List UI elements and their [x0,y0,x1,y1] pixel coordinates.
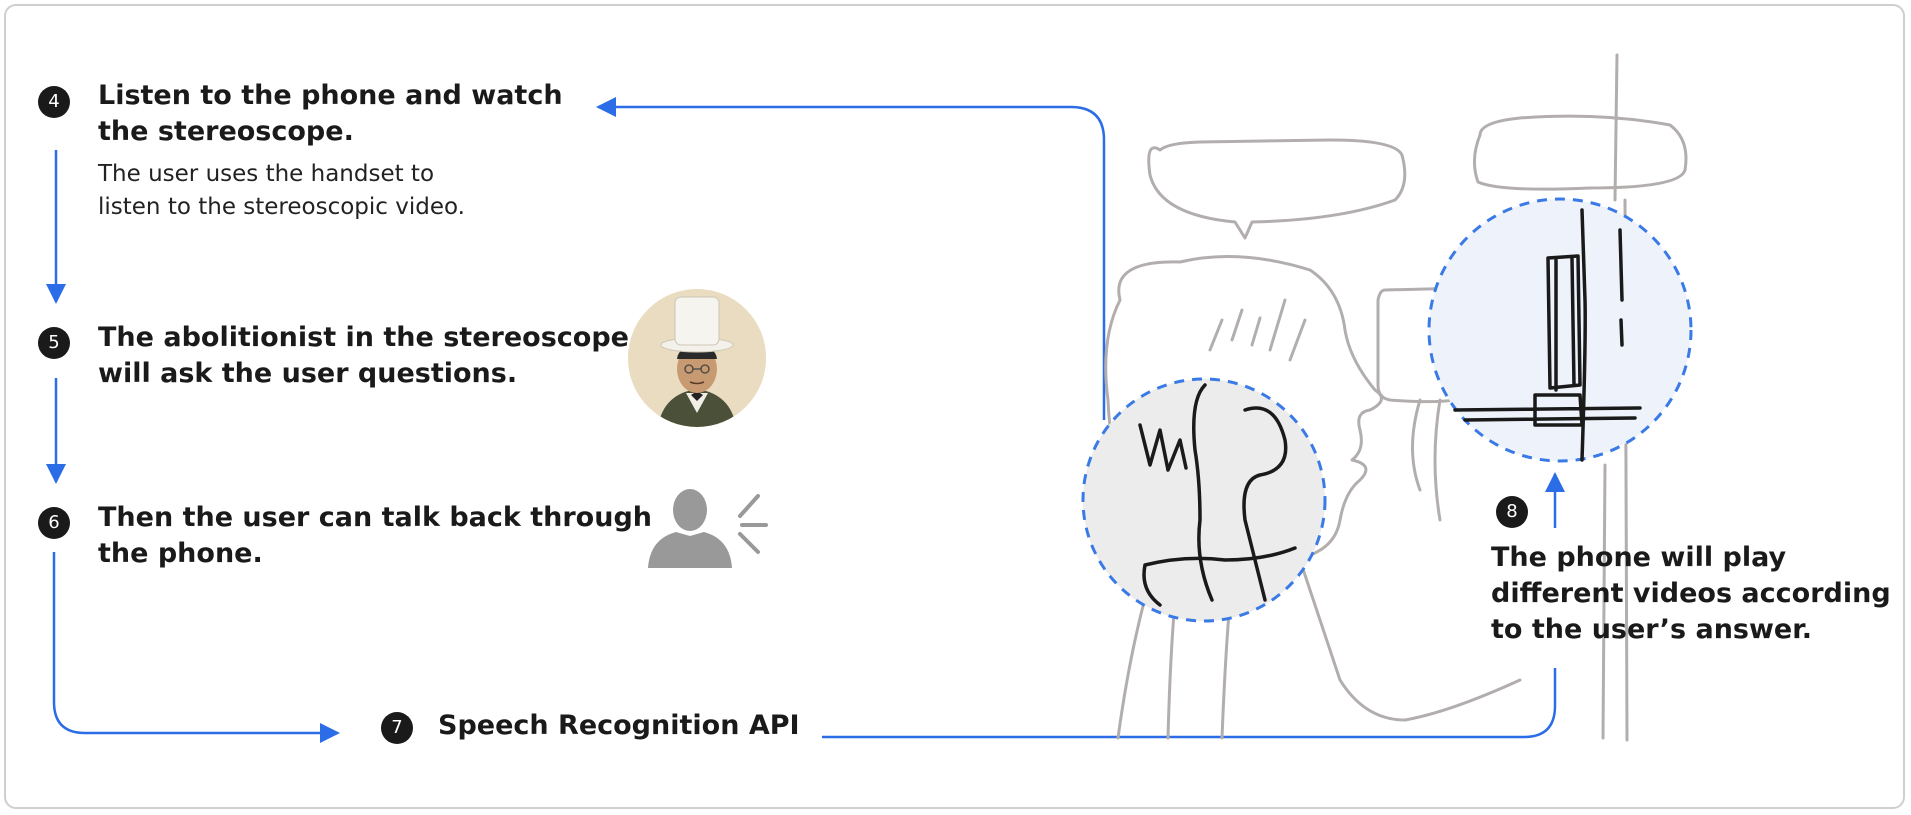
speaker-drawing [648,489,768,568]
step-4-desc-line1: The user uses the handset to [98,161,435,187]
arrow-headset-to-4 [596,97,1106,420]
step-7-title-line1: Speech Recognition API [438,710,800,741]
arrow-6-to-7 [52,552,340,743]
step-5-title-line1: The abolitionist in the stereoscope [98,322,629,353]
step-4-title-line1: Listen to the phone and watch [98,80,563,111]
step-8-badge: 8 [1496,496,1528,528]
headset-magnifier [1081,377,1327,623]
step-4-title: Listen to the phone and watch the stereo… [98,78,563,150]
step-6-badge: 6 [38,507,70,539]
step-4-badge: 4 [38,86,70,118]
person-body [1116,558,1522,740]
user-speaking-icon [648,484,768,574]
step-4-desc-line2: listen to the stereoscopic video. [98,194,465,220]
step-7-title: Speech Recognition API [438,708,800,744]
step-8-title-line2: different videos according [1491,578,1891,609]
step-8-title-line3: to the user’s answer. [1491,614,1812,645]
step-5-title: The abolitionist in the stereoscope will… [98,320,629,392]
stereoscope-magnifier [1427,197,1693,463]
step-5-title-line2: will ask the user questions. [98,358,518,389]
step-7-badge: 7 [381,712,413,744]
speech-bubble-left [1147,138,1407,240]
step-8-title: The phone will play different videos acc… [1491,540,1891,648]
step-4-description: The user uses the handset to listen to t… [98,158,465,224]
hair-strokes [1208,298,1307,362]
portrait-drawing [628,289,766,427]
person-head [1117,255,1383,560]
step-6-title-line2: the phone. [98,538,263,569]
step-5-badge: 5 [38,327,70,359]
step-4-title-line2: the stereoscope. [98,116,354,147]
stereoscope-pole-detail [1580,208,1624,462]
step-8-title-line1: The phone will play [1491,542,1787,573]
step-6-title-line1: Then the user can talk back through [98,502,652,533]
abolitionist-portrait-icon [628,289,766,427]
headset-handset [1192,383,1288,602]
speech-bubble-right [1473,114,1688,191]
headset-hand [1138,423,1297,607]
arrow-7-to-8 [822,668,1557,739]
step-6-title: Then the user can talk back through the … [98,500,652,572]
